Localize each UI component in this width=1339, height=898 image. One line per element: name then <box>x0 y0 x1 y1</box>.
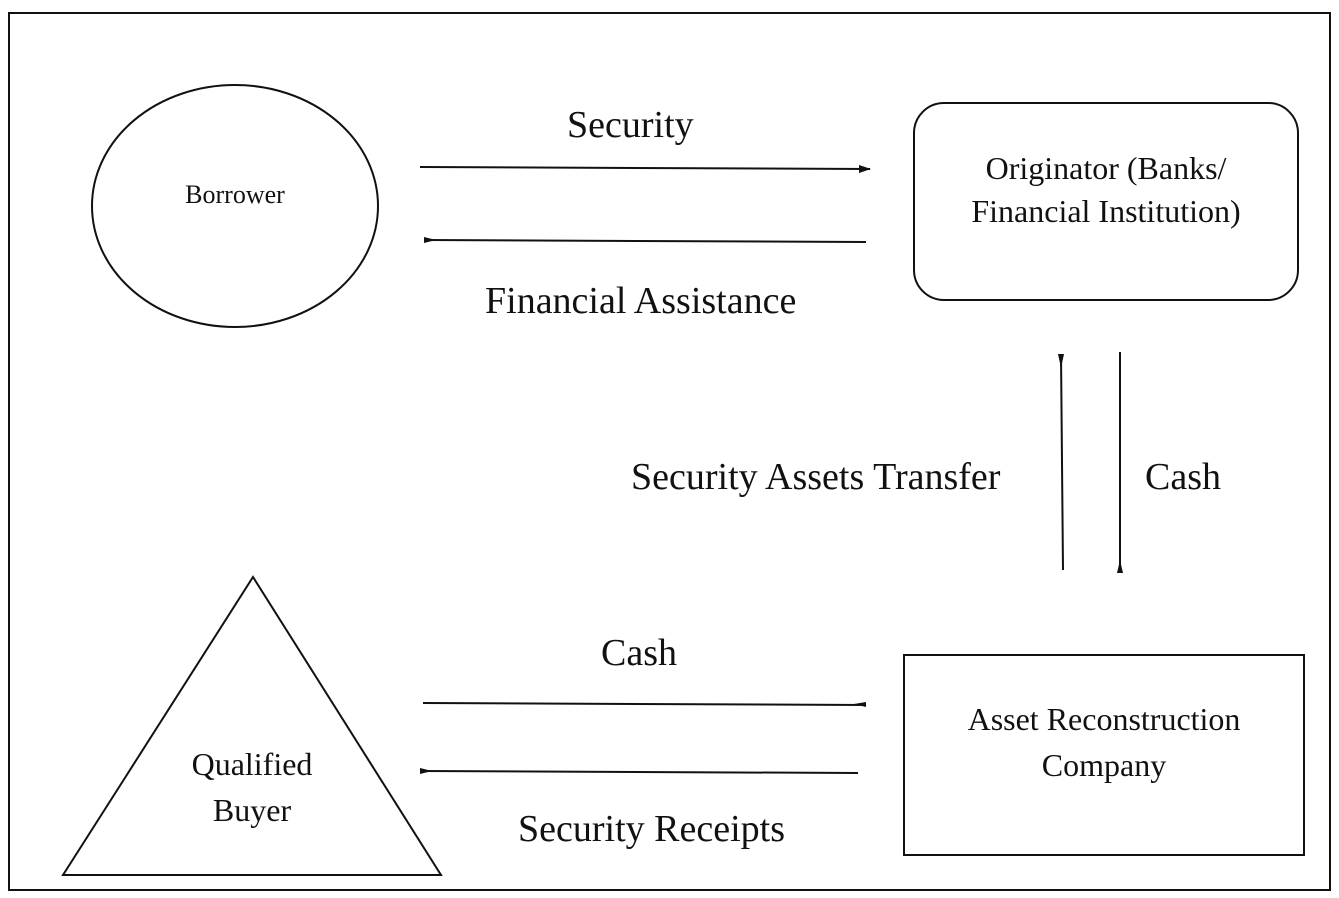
borrower-node <box>91 84 379 328</box>
cash-vertical-arrowtip <box>1117 560 1123 573</box>
cash-horizontal-arrowtip <box>854 702 866 707</box>
security-receipts-arrowtip <box>420 768 432 774</box>
arc-node <box>903 654 1305 856</box>
financial-assistance-edge-label: Financial Assistance <box>485 280 797 322</box>
security-assets-transfer-edge-label: Security Assets Transfer <box>631 456 1001 498</box>
security-assets-transfer-arrowtip <box>1058 354 1064 368</box>
security-edge-label: Security <box>567 104 694 146</box>
financial-assistance-line <box>423 239 867 243</box>
cash-horizontal-edge-label: Cash <box>601 632 677 674</box>
arc-label-line1: Asset Reconstruction <box>967 701 1241 737</box>
buyer-node <box>61 575 443 876</box>
security-receipts-line <box>419 770 859 774</box>
arc-label-line2: Company <box>1041 747 1167 783</box>
buyer-label-line2: Buyer <box>212 792 292 828</box>
originator-label-line2: Financial Institution) <box>971 193 1241 229</box>
financial-assistance-arrowtip <box>424 237 436 243</box>
security-assets-transfer-line <box>1060 353 1064 571</box>
security-receipts-edge-label: Security Receipts <box>518 808 785 850</box>
cash-horizontal-line <box>422 702 867 706</box>
originator-label-line1: Originator (Banks/ <box>985 150 1227 186</box>
security-arrow <box>419 164 871 173</box>
cash-vertical-edge-label: Cash <box>1145 456 1221 498</box>
diagram-frame <box>8 12 1331 891</box>
originator-node <box>913 102 1299 301</box>
buyer-label-line1: Qualified <box>191 746 313 782</box>
borrower-label: Borrower <box>185 180 285 209</box>
